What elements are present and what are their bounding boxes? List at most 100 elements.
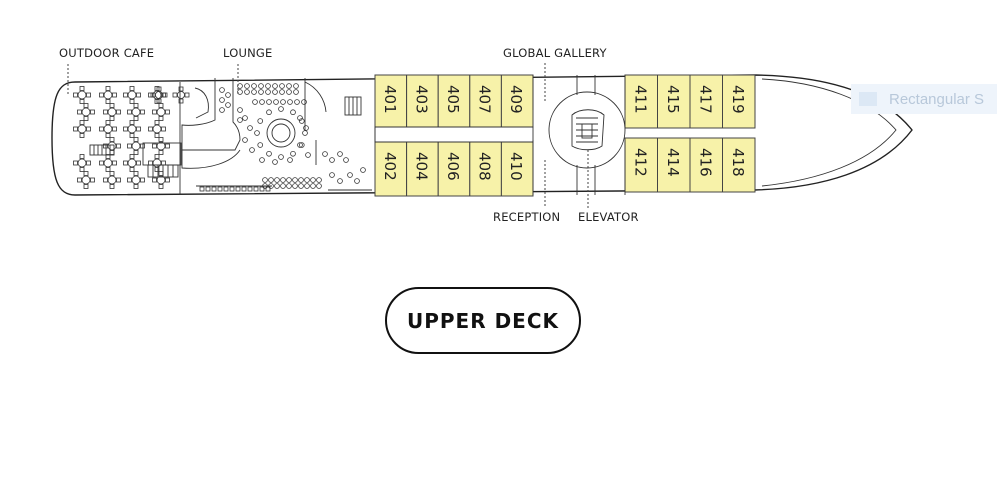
cafe-table bbox=[123, 86, 141, 104]
lounge-seat bbox=[286, 177, 292, 183]
lounge-seat bbox=[287, 99, 293, 105]
bow-inner-line bbox=[761, 78, 897, 187]
cabin-number: 402 bbox=[381, 152, 399, 181]
lounge-seat bbox=[237, 117, 243, 123]
lounge-seat bbox=[259, 157, 265, 163]
lounge-seat bbox=[279, 89, 285, 95]
cabin-411[interactable]: 411 bbox=[624, 74, 658, 129]
lounge-seat bbox=[244, 83, 250, 89]
bar-stool bbox=[241, 186, 247, 192]
cabin-number: 410 bbox=[507, 152, 525, 181]
bar-stool bbox=[217, 186, 223, 192]
lounge-seat bbox=[237, 107, 243, 113]
lounge-seat bbox=[298, 183, 304, 189]
lounge-seat bbox=[259, 99, 265, 105]
cabin-number: 411 bbox=[631, 85, 649, 114]
atrium bbox=[532, 75, 626, 195]
cabin-412[interactable]: 412 bbox=[624, 137, 658, 193]
cabin-416[interactable]: 416 bbox=[689, 137, 723, 193]
cabin-405[interactable]: 405 bbox=[437, 74, 471, 128]
upper-deck-button[interactable]: UPPER DECK bbox=[385, 287, 581, 354]
lounge-seat bbox=[354, 178, 360, 184]
lounge-seat bbox=[262, 183, 268, 189]
bar-stool bbox=[211, 186, 217, 192]
lounge-seat bbox=[237, 83, 243, 89]
lounge-seat bbox=[286, 89, 292, 95]
lounge-seat bbox=[298, 142, 305, 148]
cabin-403[interactable]: 403 bbox=[406, 74, 439, 128]
lounge-seat bbox=[257, 118, 264, 124]
cafe-table bbox=[99, 86, 117, 104]
cabin-407[interactable]: 407 bbox=[469, 74, 502, 128]
lounge-seat bbox=[305, 152, 311, 158]
cabin-410[interactable]: 410 bbox=[500, 141, 534, 197]
bar-stool bbox=[259, 186, 265, 192]
lounge-seat bbox=[251, 89, 257, 95]
lounge-seat bbox=[297, 142, 303, 148]
cabin-414[interactable]: 414 bbox=[657, 137, 691, 193]
cabin-417[interactable]: 417 bbox=[689, 74, 723, 129]
cabin-number: 408 bbox=[476, 152, 494, 181]
cabin-number: 417 bbox=[696, 85, 714, 114]
lounge-seat bbox=[225, 92, 231, 98]
lounge-seat bbox=[225, 102, 231, 108]
cafe-table bbox=[73, 120, 91, 138]
ghost-tooltip-label: Rectangular S bbox=[889, 90, 985, 108]
lounge-seat bbox=[343, 157, 349, 163]
cafe-table bbox=[152, 103, 170, 121]
lounge-seat bbox=[280, 177, 286, 183]
cabin-408[interactable]: 408 bbox=[469, 141, 502, 197]
cabin-number: 418 bbox=[729, 148, 747, 177]
lounge-seat bbox=[274, 177, 280, 183]
label-elevator: ELEVATOR bbox=[578, 210, 639, 224]
cafe-table bbox=[127, 103, 145, 121]
cabin-number: 403 bbox=[412, 85, 430, 114]
cabin-404[interactable]: 404 bbox=[406, 141, 439, 197]
cabin-number: 415 bbox=[664, 85, 682, 114]
cabin-number: 401 bbox=[381, 85, 399, 114]
cafe-table bbox=[103, 103, 121, 121]
lounge-seat bbox=[304, 183, 310, 189]
cabin-406[interactable]: 406 bbox=[437, 141, 471, 197]
cabin-418[interactable]: 418 bbox=[722, 137, 756, 193]
cafe-table bbox=[99, 154, 117, 172]
lounge-seat bbox=[237, 89, 243, 95]
lounge-seat bbox=[293, 89, 299, 95]
lounge-seat bbox=[262, 177, 268, 183]
rectangle-icon bbox=[859, 92, 877, 106]
cafe-table bbox=[73, 86, 91, 104]
cabin-409[interactable]: 409 bbox=[500, 74, 534, 128]
cabin-401[interactable]: 401 bbox=[374, 74, 408, 128]
cabin-415[interactable]: 415 bbox=[657, 74, 691, 129]
label-global-gallery: GLOBAL GALLERY bbox=[503, 46, 607, 60]
lounge-seat bbox=[337, 178, 343, 184]
lounge-seat bbox=[290, 109, 296, 116]
label-lounge: LOUNGE bbox=[223, 46, 272, 60]
cabin-419[interactable]: 419 bbox=[722, 74, 756, 129]
bar-stool bbox=[229, 186, 235, 192]
lounge-seat bbox=[272, 159, 278, 165]
lounge-seat bbox=[329, 172, 335, 178]
lounge-seat bbox=[316, 177, 322, 183]
lounge-seat bbox=[268, 177, 274, 183]
lounge-seat bbox=[249, 147, 255, 153]
cafe-table bbox=[150, 86, 168, 104]
lounge-seat bbox=[254, 130, 260, 136]
lounge-seat bbox=[294, 99, 300, 105]
cabin-number: 406 bbox=[444, 152, 462, 181]
lounge-seat bbox=[265, 89, 271, 95]
cabin-402[interactable]: 402 bbox=[374, 141, 408, 197]
lounge-seat bbox=[219, 97, 225, 103]
cafe-table bbox=[123, 120, 141, 138]
lounge-seat bbox=[304, 177, 310, 183]
lounge-seat bbox=[272, 83, 278, 89]
lounge-seat bbox=[290, 150, 296, 157]
lounge-seat bbox=[329, 157, 335, 163]
bar-stool bbox=[265, 186, 271, 192]
cabin-number: 412 bbox=[631, 148, 649, 177]
lounge-seat bbox=[347, 172, 353, 178]
lounge-seat bbox=[310, 183, 316, 189]
cafe-table bbox=[127, 137, 145, 155]
lounge-seat bbox=[272, 89, 278, 95]
cabin-number: 409 bbox=[507, 85, 525, 114]
